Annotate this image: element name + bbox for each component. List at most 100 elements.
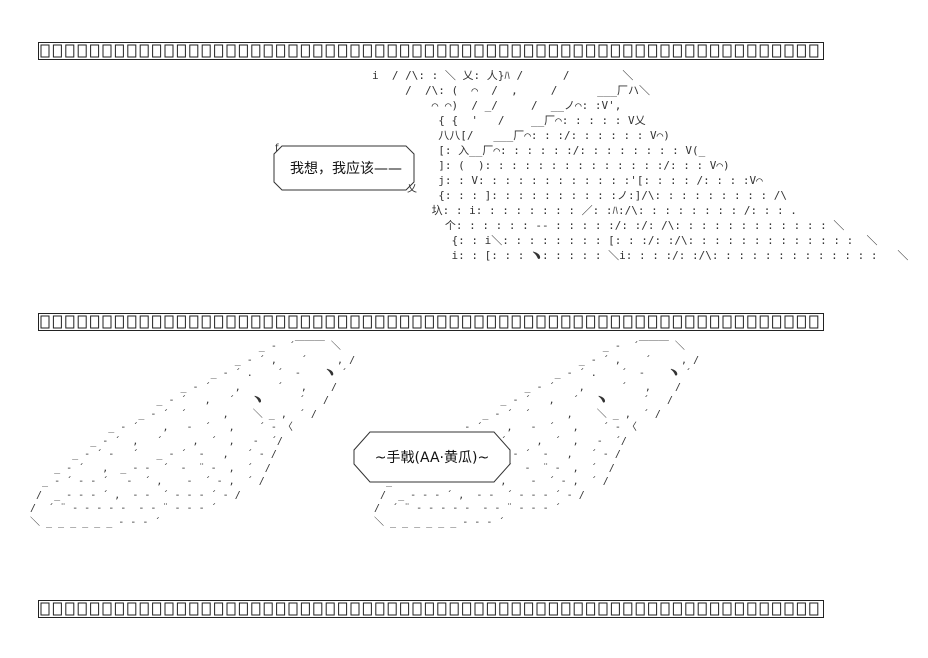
border-cell [474,315,484,329]
border-cell [462,44,472,58]
border-cell [809,44,819,58]
border-cell [387,44,397,58]
border-cell [710,315,720,329]
border-cell [139,602,149,616]
border-cell [660,602,670,616]
border-cell [201,602,211,616]
border-cell [598,44,608,58]
border-cell [648,315,658,329]
border-cell [362,602,372,616]
border-cell [40,602,50,616]
speech-text-thought: 我想，我应该—— [290,161,402,177]
border-cell [710,602,720,616]
border-cell [214,315,224,329]
border-cell [300,44,310,58]
border-cell [65,602,75,616]
border-cell [77,602,87,616]
border-cell [226,315,236,329]
border-cell [796,315,806,329]
border-cell [772,44,782,58]
border-cell [139,44,149,58]
border-cell [573,315,583,329]
border-cell [214,44,224,58]
border-cell [648,602,658,616]
border-cell [462,315,472,329]
border-cell [462,602,472,616]
border-cell [300,315,310,329]
border-cell [424,44,434,58]
border-cell [486,602,496,616]
border-cell [375,315,385,329]
border-cell [499,602,509,616]
border-cell [201,44,211,58]
border-cell [685,315,695,329]
border-cell [164,602,174,616]
border-cell [424,602,434,616]
border-cell [90,315,100,329]
border-cell [610,315,620,329]
border-cell [114,315,124,329]
border-cell [276,315,286,329]
border-cell [474,602,484,616]
border-cell [536,602,546,616]
border-cell [338,44,348,58]
border-cell [573,602,583,616]
border-cell [77,44,87,58]
border-cell [722,602,732,616]
border-cell [524,44,534,58]
border-frame [38,600,824,618]
border-cell [288,44,298,58]
border-cell [412,315,422,329]
border-cell [796,602,806,616]
border-cell [164,315,174,329]
border-cell [90,44,100,58]
border-cell [176,602,186,616]
border-cell [350,315,360,329]
border-cell [152,602,162,616]
border-cell [238,315,248,329]
border-frame [38,42,824,60]
border-cell [586,44,596,58]
border-cell [660,44,670,58]
border-cell [127,44,137,58]
border-cell [449,315,459,329]
border-cell [40,315,50,329]
border-cell [263,315,273,329]
border-cell [561,602,571,616]
border-cell [697,315,707,329]
border-cell [697,602,707,616]
border-cell [499,315,509,329]
border-cell [152,315,162,329]
border-cell [672,602,682,616]
border-cell [263,44,273,58]
border-cell [400,44,410,58]
border-cell [672,44,682,58]
speech-text-caption: ~手戟(AA·黄瓜)~ [374,450,490,466]
border-cell [635,44,645,58]
border-cell [437,602,447,616]
cucumber-ascii-art-left: _ ‐ ´￣￣￣ ＼ _ ‐ ´ , ´ , / _ ‐ ´ . ´ ‐ ﹅ ´… [30,341,356,528]
speech-bubble-thought: f 乂 我想，我应该—— [272,140,420,196]
border-cell [226,44,236,58]
border-cell [722,315,732,329]
border-cell [524,315,534,329]
middle-border-strip [38,313,824,331]
border-cell [276,602,286,616]
border-cell [561,44,571,58]
border-cell [772,315,782,329]
border-cell [288,315,298,329]
border-cell [338,315,348,329]
border-cell [325,44,335,58]
border-cell [251,602,261,616]
border-cell [362,44,372,58]
border-cell [598,315,608,329]
border-cell [313,602,323,616]
border-cell [586,602,596,616]
border-cell [263,602,273,616]
border-cell [759,315,769,329]
border-cell [300,602,310,616]
border-cell [90,602,100,616]
border-cell [52,44,62,58]
border-cell [672,315,682,329]
